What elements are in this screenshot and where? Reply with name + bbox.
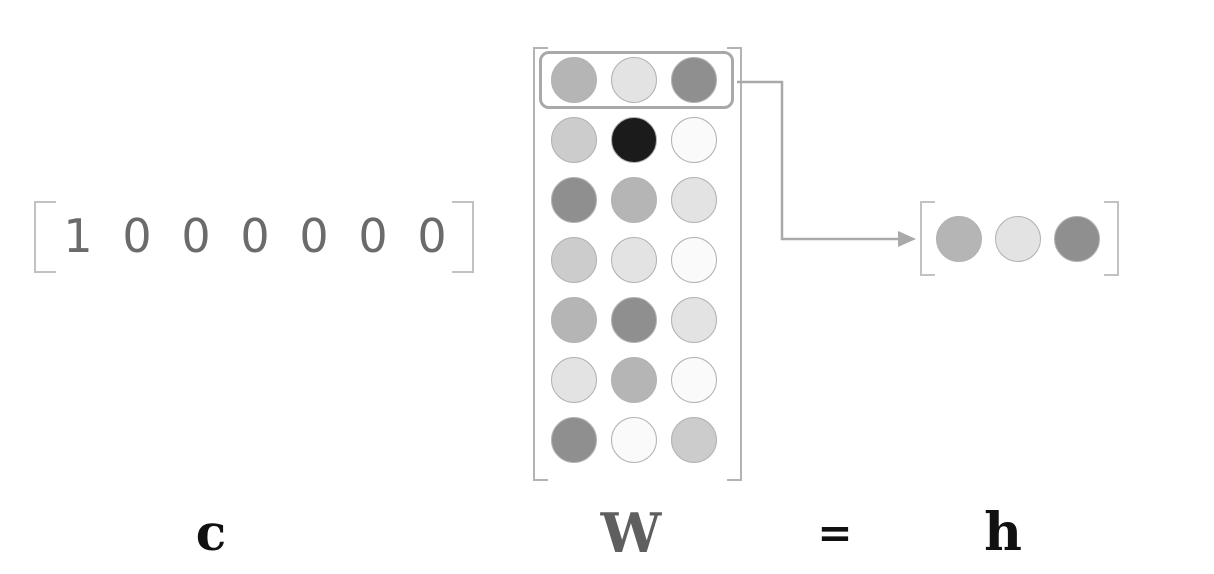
weight-matrix-grid — [551, 57, 717, 463]
vector-digit: 0 — [299, 209, 329, 263]
matrix-cell-mid — [551, 57, 597, 103]
vector-digit: 0 — [417, 209, 447, 263]
matrix-cell-lightmid — [551, 117, 597, 163]
output-cell-mid — [936, 216, 982, 262]
vector-digit: 1 — [63, 209, 93, 263]
matrix-cell-black — [611, 117, 657, 163]
matrix-cell-mid — [611, 357, 657, 403]
vector-digit: 0 — [358, 209, 388, 263]
output-vector-left-bracket — [920, 201, 935, 276]
vector-digit: 0 — [181, 209, 211, 263]
matrix-cell-dark — [551, 177, 597, 223]
matrix-cell-white — [671, 117, 717, 163]
input-vector-left-bracket — [34, 201, 56, 273]
matrix-cell-mid — [551, 297, 597, 343]
matrix-cell-light — [551, 357, 597, 403]
output-vector-cells — [936, 216, 1100, 262]
vector-digit: 0 — [240, 209, 270, 263]
matrix-cell-lightmid — [671, 417, 717, 463]
output-vector-right-bracket — [1104, 201, 1119, 276]
output-vector-label: h — [984, 502, 1022, 563]
matrix-cell-lightmid — [551, 237, 597, 283]
matrix-cell-mid — [611, 177, 657, 223]
matrix-cell-light — [611, 57, 657, 103]
output-cell-light — [995, 216, 1041, 262]
matrix-cell-dark — [671, 57, 717, 103]
row-to-output-arrow — [737, 80, 916, 247]
matrix-cell-dark — [551, 417, 597, 463]
output-cell-dark — [1054, 216, 1100, 262]
weight-matrix-label: W — [600, 501, 662, 565]
selected-row-highlight — [539, 51, 734, 109]
matrix-cell-dark — [611, 297, 657, 343]
matrix-cell-light — [671, 297, 717, 343]
matrix-cell-white — [671, 357, 717, 403]
equals-sign: = — [817, 508, 853, 557]
input-vector-right-bracket — [452, 201, 474, 273]
matrix-cell-light — [671, 177, 717, 223]
matrix-cell-white — [611, 417, 657, 463]
input-vector-label: c — [195, 503, 227, 562]
vector-digit: 0 — [122, 209, 152, 263]
matrix-cell-white — [671, 237, 717, 283]
matrix-cell-light — [611, 237, 657, 283]
weight-matrix-right-bracket — [727, 47, 742, 481]
weight-matrix-left-bracket — [533, 47, 548, 481]
